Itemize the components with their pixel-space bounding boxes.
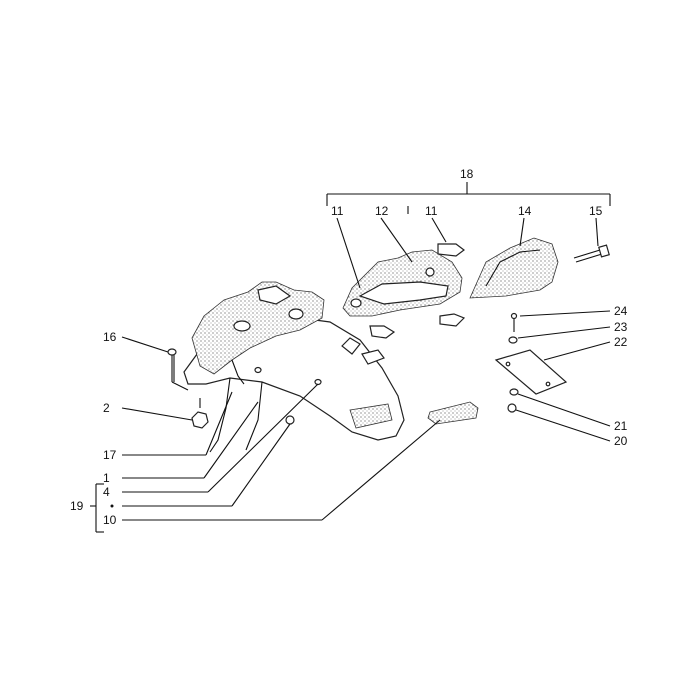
callout-21: 21 [614,419,628,433]
callout-1: 1 [103,471,110,485]
callout-16: 16 [103,330,117,344]
screw-16 [167,348,177,382]
callout-15: 15 [589,204,603,218]
wire-connector [341,337,385,365]
callout-19: 19 [70,499,84,513]
screw-24 [510,312,518,332]
screw-15 [573,244,610,263]
washer-23 [508,336,518,344]
nut-20 [507,403,517,413]
callout-18: 18 [460,167,474,181]
callout-4: 4 [103,485,110,499]
inner-mudguard [191,281,325,385]
callout-12: 12 [375,204,389,218]
taillight-lens [469,237,559,299]
callout-17: 17 [103,448,117,462]
group-18-bracket [326,182,611,206]
callout-10: 10 [103,513,117,527]
callout-20: 20 [614,434,628,448]
callout-23: 23 [614,320,628,334]
callout-labels: 18 11 12 11 14 15 16 24 23 22 2 21 20 17… [70,167,628,527]
plate-holder-22 [494,349,568,395]
reflector-10 [427,401,479,425]
callout-14: 14 [518,204,532,218]
nut-2 [191,398,209,429]
screw-4 [254,366,322,386]
leader-lines [90,217,611,533]
callout-11-right: 11 [425,204,438,218]
callout-24: 24 [614,304,628,318]
callout-11-left: 11 [331,204,344,218]
washer-21 [509,388,519,396]
taillight-housing [342,206,466,339]
callout-22: 22 [614,335,628,349]
callout-2: 2 [103,401,110,415]
